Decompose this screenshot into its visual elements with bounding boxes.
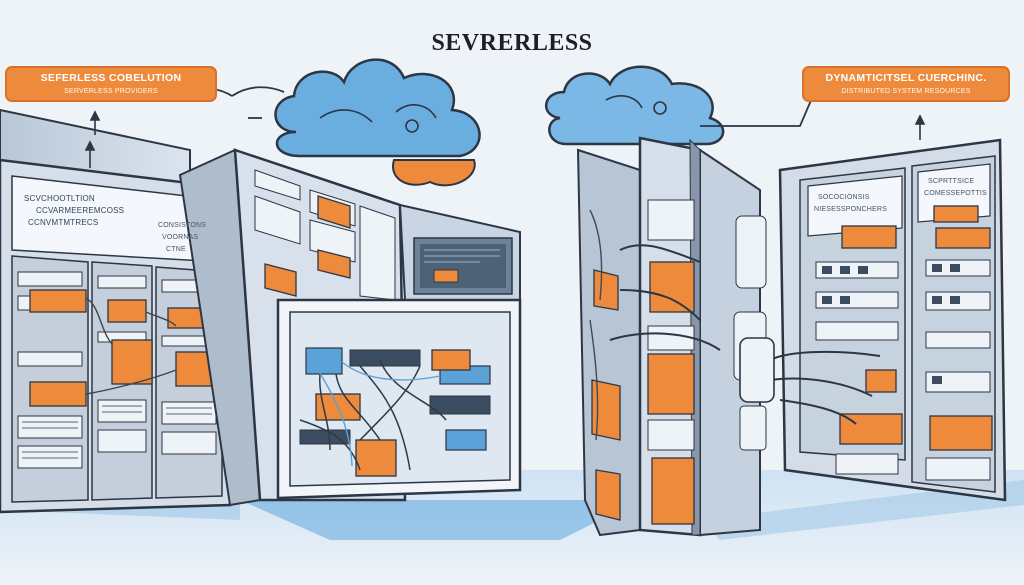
callout-right-title: DYNAMTICITSEL CUERCHINC. xyxy=(825,72,987,84)
rack-label: VOORNAS xyxy=(162,234,199,241)
rack-label: SCPRTTSICE xyxy=(928,178,975,185)
rack-label: SCVCHOOTLTION xyxy=(24,194,95,203)
callout-left: SEFERLESS COBELUTION SERVERLESS PROVIDER… xyxy=(5,66,217,102)
rack-label: SOCOCIONSIS xyxy=(818,194,870,201)
rack-label: CONSISTONS xyxy=(158,222,207,229)
rack-label: CTNE xyxy=(166,246,186,253)
rack-label: CCNVMTMTRECS xyxy=(28,218,99,227)
center-left-server-rack xyxy=(178,148,522,507)
headline: SEVRERLESS xyxy=(431,30,593,56)
rack-label: COMESSEPOTTIS xyxy=(924,190,987,197)
rack-label: CCVARMEEREMCOSS xyxy=(36,206,125,215)
left-server-rack xyxy=(0,158,232,514)
up-arrow-icon xyxy=(84,110,101,168)
callout-right-subtitle: DISTRIBUTED SYSTEM RESOURCES xyxy=(841,87,971,95)
callout-left-subtitle: SERVERLESS PROVIDERS xyxy=(64,87,158,95)
up-arrow-icon xyxy=(914,114,926,140)
center-right-server-rack xyxy=(576,136,767,537)
callout-left-title: SEFERLESS COBELUTION xyxy=(40,72,182,84)
cloud-icon xyxy=(544,65,813,146)
callout-right: DYNAMTICITSEL CUERCHINC. DISTRIBUTED SYS… xyxy=(802,66,1010,102)
right-server-rack xyxy=(739,138,1007,502)
cloud-icon xyxy=(231,58,481,187)
rack-label: NIESESSPONCHERS xyxy=(814,206,888,213)
